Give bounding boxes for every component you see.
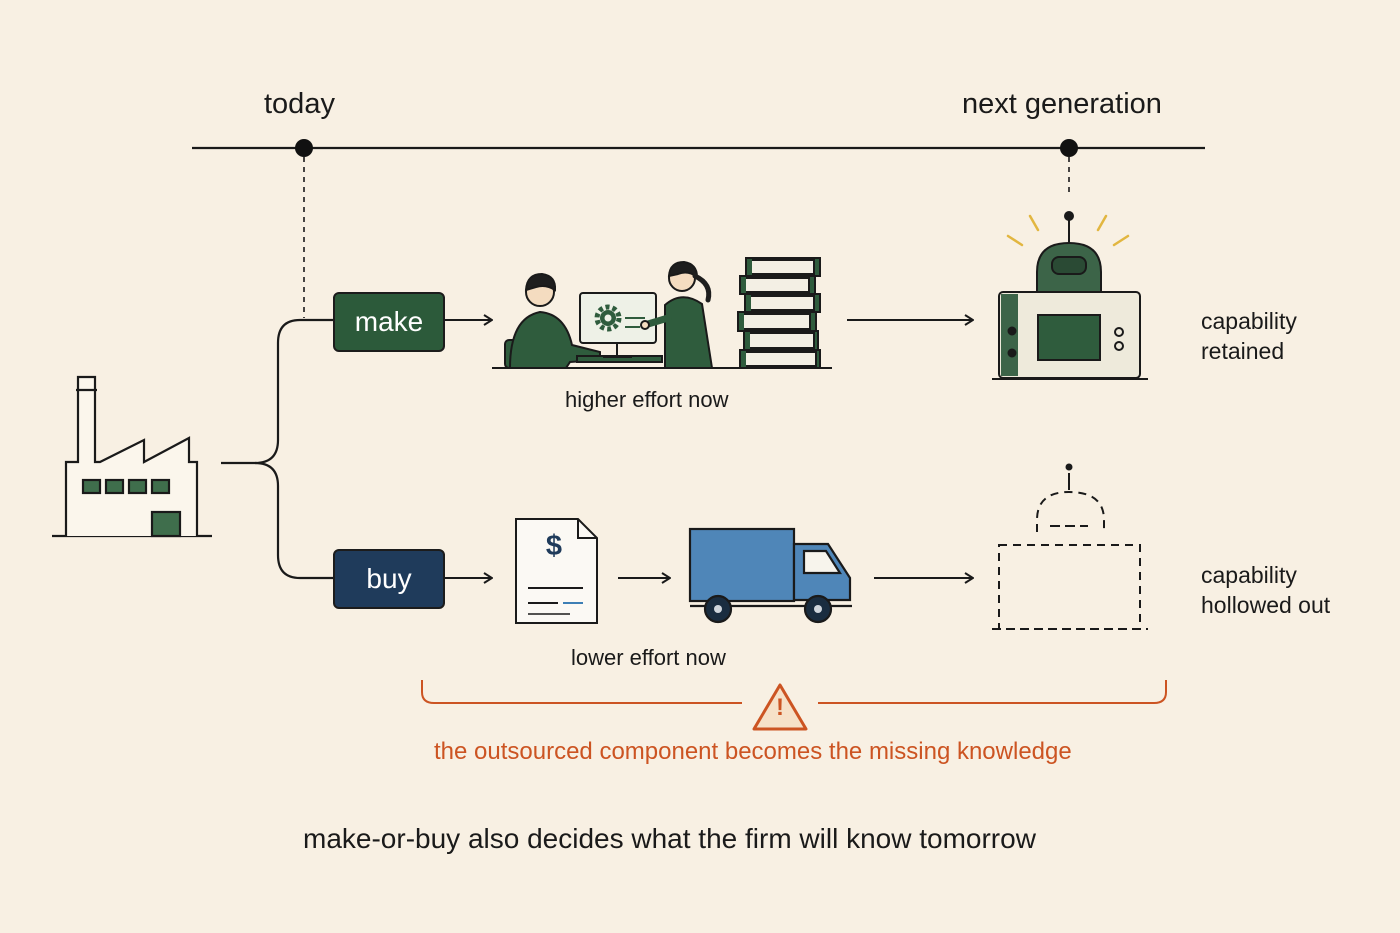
buy-outcome-line-1: capability (1201, 562, 1297, 588)
timeline-today-label: today (264, 88, 335, 120)
buy-effort-label: lower effort now (571, 645, 726, 670)
make-outcome-label: capability retained (1201, 306, 1297, 366)
gear-icon (594, 304, 622, 332)
robot-machine-icon (992, 211, 1148, 380)
warning-text: the outsourced component becomes the mis… (434, 738, 1072, 765)
make-option-box: make (333, 292, 445, 352)
make-outcome-line-2: retained (1201, 338, 1285, 364)
timeline (192, 139, 1205, 318)
engineers-at-computer-icon (492, 260, 832, 369)
warning-bracket (421, 680, 1167, 704)
idea-rays (1006, 214, 1130, 247)
make-label: make (354, 306, 424, 337)
delivery-truck-icon (688, 527, 852, 624)
make-outcome-line-1: capability (1201, 308, 1297, 334)
buy-outcome-label: capability hollowed out (1201, 560, 1330, 620)
diagram-caption: make-or-buy also decides what the firm w… (303, 823, 1036, 854)
buy-outcome-line-2: hollowed out (1201, 592, 1331, 618)
buy-label: buy (366, 563, 412, 594)
timeline-next-generation-label: next generation (962, 88, 1162, 120)
invoice-dollar-symbol: $ (545, 530, 563, 562)
factory-icon (52, 375, 212, 538)
branch-connector (221, 318, 333, 580)
buy-option-box: buy (333, 549, 445, 609)
next-generation-marker (1060, 139, 1078, 157)
warning-icon (752, 683, 808, 731)
make-effort-label: higher effort now (565, 387, 729, 412)
invoice-icon (515, 518, 598, 624)
dashed-machine-outline-icon (992, 463, 1148, 630)
warning-icon-glyph: ! (776, 694, 784, 721)
book-stack-icon (737, 257, 821, 369)
flow-arrows (443, 320, 973, 578)
today-marker (295, 139, 313, 157)
